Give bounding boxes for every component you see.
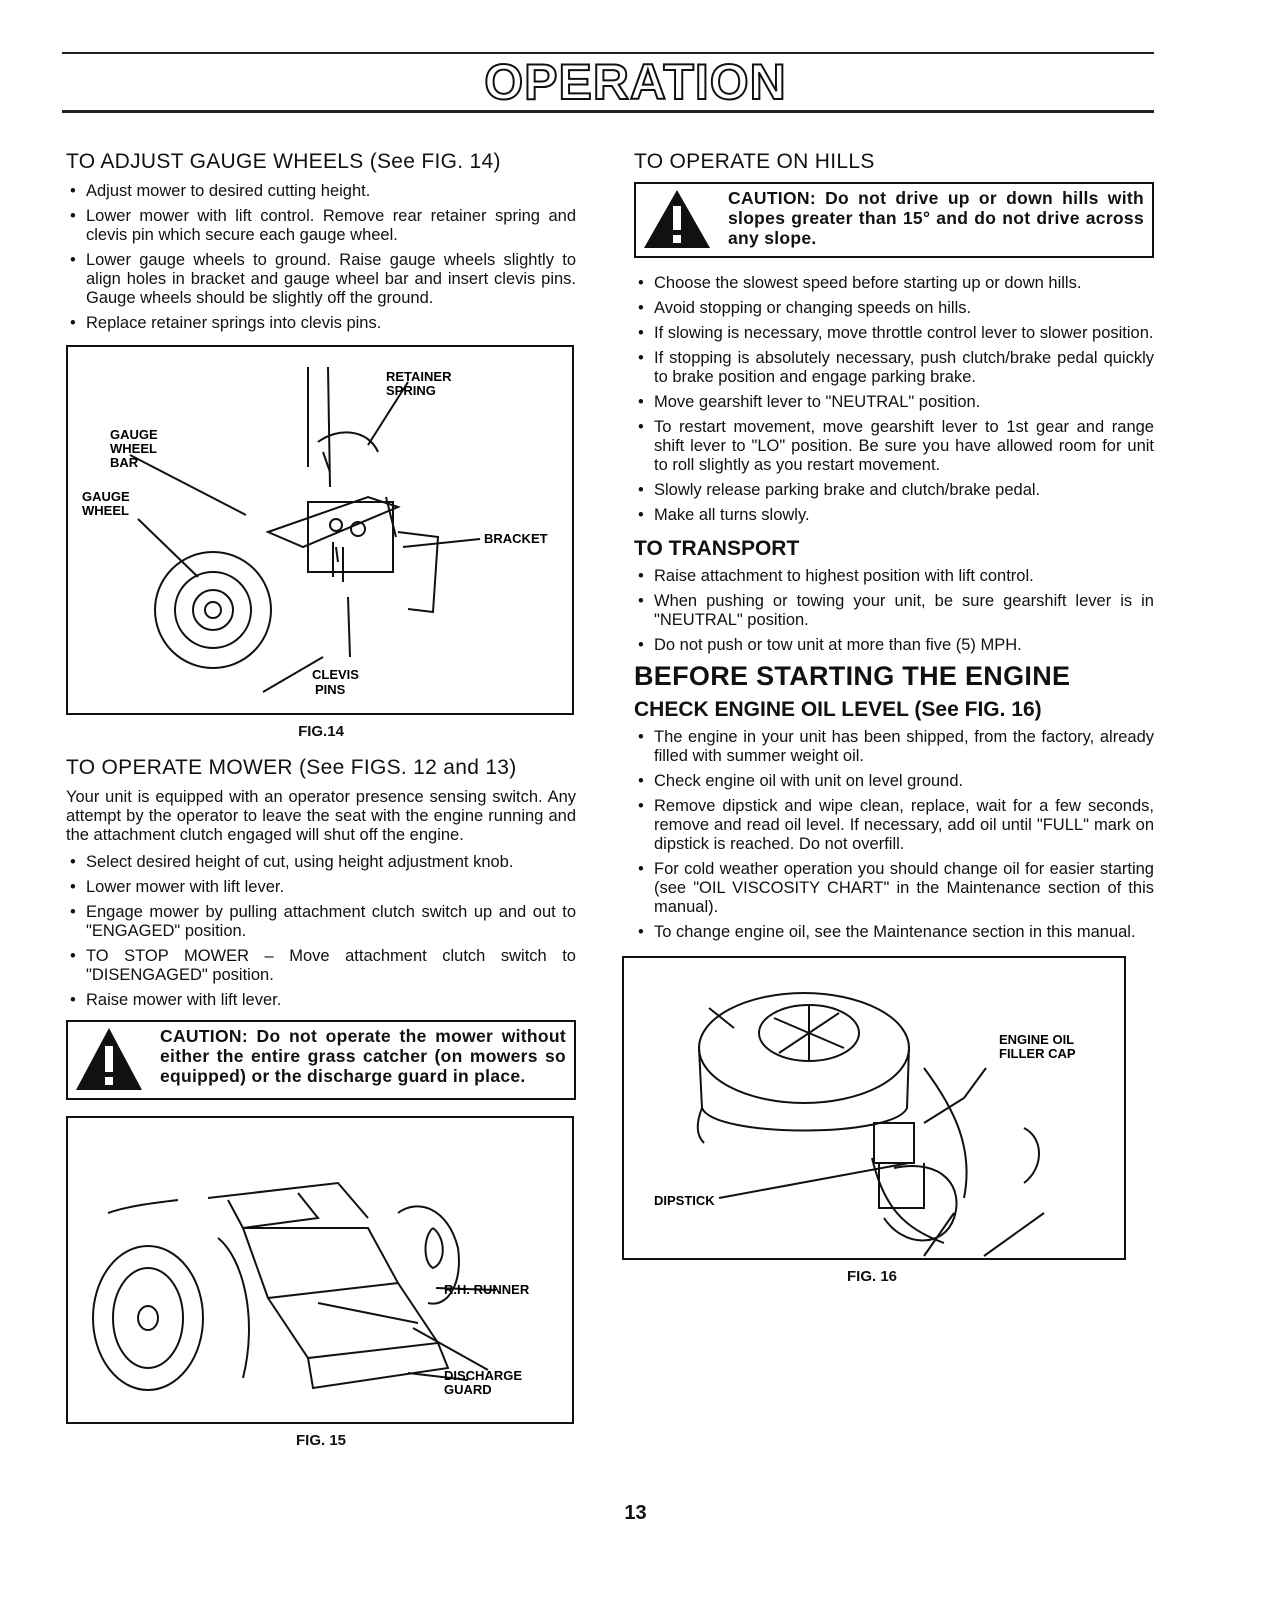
list-item: Lower gauge wheels to ground. Raise gaug… — [66, 251, 576, 308]
list-item: To change engine oil, see the Maintenanc… — [634, 923, 1154, 942]
figure-16-caption: FIG. 16 — [846, 1268, 898, 1285]
list-item: Raise attachment to highest position wit… — [634, 567, 1154, 586]
left-column: TO ADJUST GAUGE WHEELS (See FIG. 14) Adj… — [66, 150, 576, 1449]
list-item: For cold weather operation you should ch… — [634, 860, 1154, 917]
check-oil-list: The engine in your unit has been shipped… — [634, 728, 1154, 942]
right-column: TO OPERATE ON HILLS CAUTION: Do not driv… — [622, 150, 1154, 1285]
operate-mower-intro: Your unit is equipped with an operator p… — [66, 788, 576, 844]
list-item: Engage mower by pulling attachment clutc… — [66, 903, 576, 941]
page-number: 13 — [624, 1502, 647, 1524]
transport-list: Raise attachment to highest position wit… — [634, 567, 1154, 655]
list-item: When pushing or towing your unit, be sur… — [634, 592, 1154, 630]
transport-heading: TO TRANSPORT — [634, 537, 800, 560]
label-wheel: WHEEL — [82, 503, 129, 518]
discharge-guard-illustration: R.H. RUNNER DISCHARGE GUARD — [92, 1181, 530, 1397]
hills-caution-box: CAUTION: Do not drive up or down hills w… — [634, 182, 1154, 258]
list-item: If slowing is necessary, move throttle c… — [634, 324, 1154, 343]
engine-oil-illustration: ENGINE OIL FILLER CAP DIPSTICK — [654, 992, 1076, 1257]
figure-16: ENGINE OIL FILLER CAP DIPSTICK — [622, 956, 1126, 1260]
warning-icon — [76, 1028, 142, 1090]
header-rule-top — [62, 52, 1154, 54]
label-gauge: GAUGE — [82, 489, 130, 504]
label-guard: GUARD — [444, 1382, 492, 1397]
list-item: Lower mower with lift control. Remove re… — [66, 207, 576, 245]
hills-list: Choose the slowest speed before starting… — [634, 274, 1154, 525]
list-item: Move gearshift lever to "NEUTRAL" positi… — [634, 393, 1154, 412]
gauge-wheels-heading: TO ADJUST GAUGE WHEELS (See FIG. 14) — [66, 150, 501, 173]
mower-caution-text: CAUTION: Do not operate the mower withou… — [160, 1026, 566, 1086]
list-item: Replace retainer springs into clevis pin… — [66, 314, 576, 333]
before-starting-heading: BEFORE STARTING THE ENGINE — [634, 661, 1071, 691]
list-item: Make all turns slowly. — [634, 506, 1154, 525]
list-item: TO STOP MOWER – Move attachment clutch s… — [66, 947, 576, 985]
label-gauge: GAUGE — [110, 427, 158, 442]
label-filler-cap: FILLER CAP — [999, 1046, 1076, 1061]
header-rule-bottom — [62, 110, 1154, 113]
check-oil-heading: CHECK ENGINE OIL LEVEL (See FIG. 16) — [634, 698, 1042, 721]
list-item: The engine in your unit has been shipped… — [634, 728, 1154, 766]
label-spring: SPRING — [386, 383, 436, 398]
list-item: If stopping is absolutely necessary, pus… — [634, 349, 1154, 387]
list-item: Adjust mower to desired cutting height. — [66, 182, 576, 201]
list-item: Do not push or tow unit at more than fiv… — [634, 636, 1154, 655]
list-item: Raise mower with lift lever. — [66, 991, 576, 1010]
label-dipstick: DIPSTICK — [654, 1193, 715, 1208]
operate-mower-list: Select desired height of cut, using heig… — [66, 853, 576, 1010]
list-item: Select desired height of cut, using heig… — [66, 853, 576, 872]
list-item: Choose the slowest speed before starting… — [634, 274, 1154, 293]
hills-heading: TO OPERATE ON HILLS — [634, 150, 875, 173]
label-bar: BAR — [110, 455, 139, 470]
operate-mower-heading: TO OPERATE MOWER (See FIGS. 12 and 13) — [66, 756, 517, 779]
page-title: OPERATION — [483, 53, 787, 111]
label-clevis: CLEVIS — [312, 667, 359, 682]
list-item: Check engine oil with unit on level grou… — [634, 772, 1154, 791]
gauge-wheels-list: Adjust mower to desired cutting height. … — [66, 182, 576, 333]
figure-15: R.H. RUNNER DISCHARGE GUARD — [66, 1116, 574, 1424]
warning-icon — [644, 190, 710, 248]
mower-caution-box: CAUTION: Do not operate the mower withou… — [66, 1020, 576, 1100]
label-wheel: WHEEL — [110, 441, 157, 456]
hills-caution-text: CAUTION: Do not drive up or down hills w… — [728, 188, 1144, 248]
list-item: Remove dipstick and wipe clean, replace,… — [634, 797, 1154, 854]
figure-15-caption: FIG. 15 — [295, 1432, 347, 1449]
label-pins: PINS — [315, 682, 346, 697]
list-item: Lower mower with lift lever. — [66, 878, 576, 897]
label-discharge: DISCHARGE — [444, 1368, 522, 1383]
gauge-wheel-illustration: RETAINER SPRING GAUGE WHEEL BAR GAUGE WH… — [82, 366, 548, 697]
label-engine-oil: ENGINE OIL — [999, 1032, 1074, 1047]
list-item: Avoid stopping or changing speeds on hil… — [634, 299, 1154, 318]
label-runner: R.H. RUNNER — [444, 1282, 530, 1297]
list-item: To restart movement, move gearshift leve… — [634, 418, 1154, 475]
figure-14: RETAINER SPRING GAUGE WHEEL BAR GAUGE WH… — [66, 345, 574, 715]
label-bracket: BRACKET — [484, 531, 548, 546]
label-retainer: RETAINER — [386, 369, 452, 384]
list-item: Slowly release parking brake and clutch/… — [634, 481, 1154, 500]
figure-14-caption: FIG.14 — [298, 723, 344, 740]
